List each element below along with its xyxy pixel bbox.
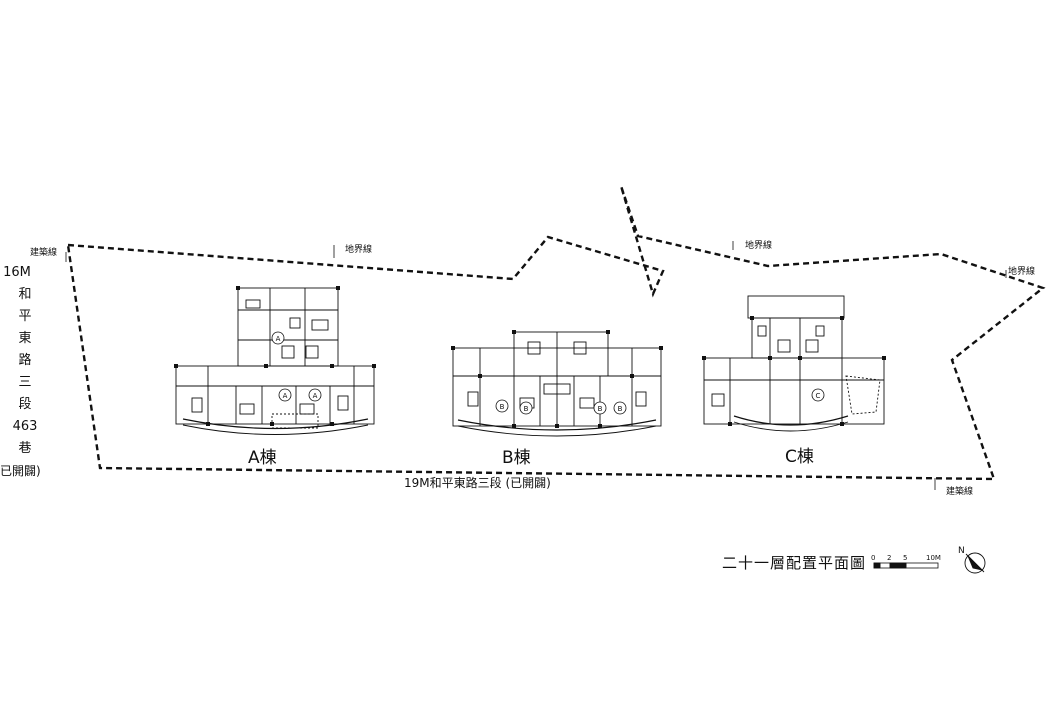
scale-bar <box>873 562 939 569</box>
boundary-label-1: 地界線 <box>345 245 373 255</box>
side-street-part: 和 <box>18 287 32 302</box>
building-a-label: A棟 <box>248 448 277 468</box>
scale-tick-label: 5 <box>903 554 908 562</box>
building-c-solid-marks <box>702 316 886 426</box>
building-a-solid-marks <box>174 286 376 426</box>
building-b-label: B棟 <box>502 448 531 468</box>
building-c-plan <box>703 295 885 432</box>
north-arrow-icon <box>964 552 986 574</box>
unit-marker-b2 <box>519 401 533 415</box>
unit-letter: B <box>618 405 623 413</box>
unit-letter: A <box>313 392 318 400</box>
building-line-label-left: 建築線 <box>30 248 58 258</box>
side-street-part: 463 <box>12 419 38 434</box>
side-street-part: 巷 <box>18 441 32 456</box>
unit-marker-a1 <box>271 331 285 345</box>
unit-marker-b1 <box>495 399 509 413</box>
building-line-label-right: 建築線 <box>946 487 974 497</box>
unit-letter: B <box>500 403 505 411</box>
unit-markers <box>271 331 825 415</box>
side-street-part: 平 <box>18 309 32 324</box>
unit-letter: C <box>816 392 821 400</box>
leader-lines <box>65 241 1007 490</box>
scale-tick-label: 0 <box>871 554 876 562</box>
north-label: N <box>958 546 965 556</box>
building-b-plan <box>452 331 662 437</box>
side-street-part: 路 <box>18 353 32 368</box>
property-boundary-line <box>66 185 1046 481</box>
building-c-label: C棟 <box>785 447 814 467</box>
unit-letter: A <box>276 335 281 343</box>
main-road-label: 19M和平東路三段 (已開闢) <box>404 476 551 490</box>
unit-marker-a3 <box>308 388 322 402</box>
unit-marker-letters: A A A B B B B C <box>276 335 821 413</box>
boundary-label-2: 地界線 <box>745 241 773 251</box>
boundary-label-3: 地界線 <box>1008 267 1036 277</box>
unit-letter: B <box>524 405 529 413</box>
side-street-part: 16M <box>3 265 31 280</box>
side-street-part: (已開闢) <box>0 464 41 478</box>
drawing-title: 二十一層配置平面圖 <box>722 554 867 572</box>
scale-tick-label: 2 <box>887 554 892 562</box>
side-street-part: 三 <box>18 375 32 390</box>
side-street-label: 16M 和 平 東 路 三 段 463 巷 (已開闢) <box>0 262 50 482</box>
side-street-part: 東 <box>18 331 32 346</box>
building-b-solid-marks <box>451 330 663 428</box>
unit-marker-c1 <box>811 388 825 402</box>
building-a-plan <box>175 287 375 435</box>
unit-marker-a2 <box>278 388 292 402</box>
unit-marker-b3 <box>593 401 607 415</box>
unit-letter: B <box>598 405 603 413</box>
unit-marker-b4 <box>613 401 627 415</box>
scale-tick-label: 10M <box>926 554 941 562</box>
side-street-part: 段 <box>18 397 32 412</box>
unit-letter: A <box>283 392 288 400</box>
